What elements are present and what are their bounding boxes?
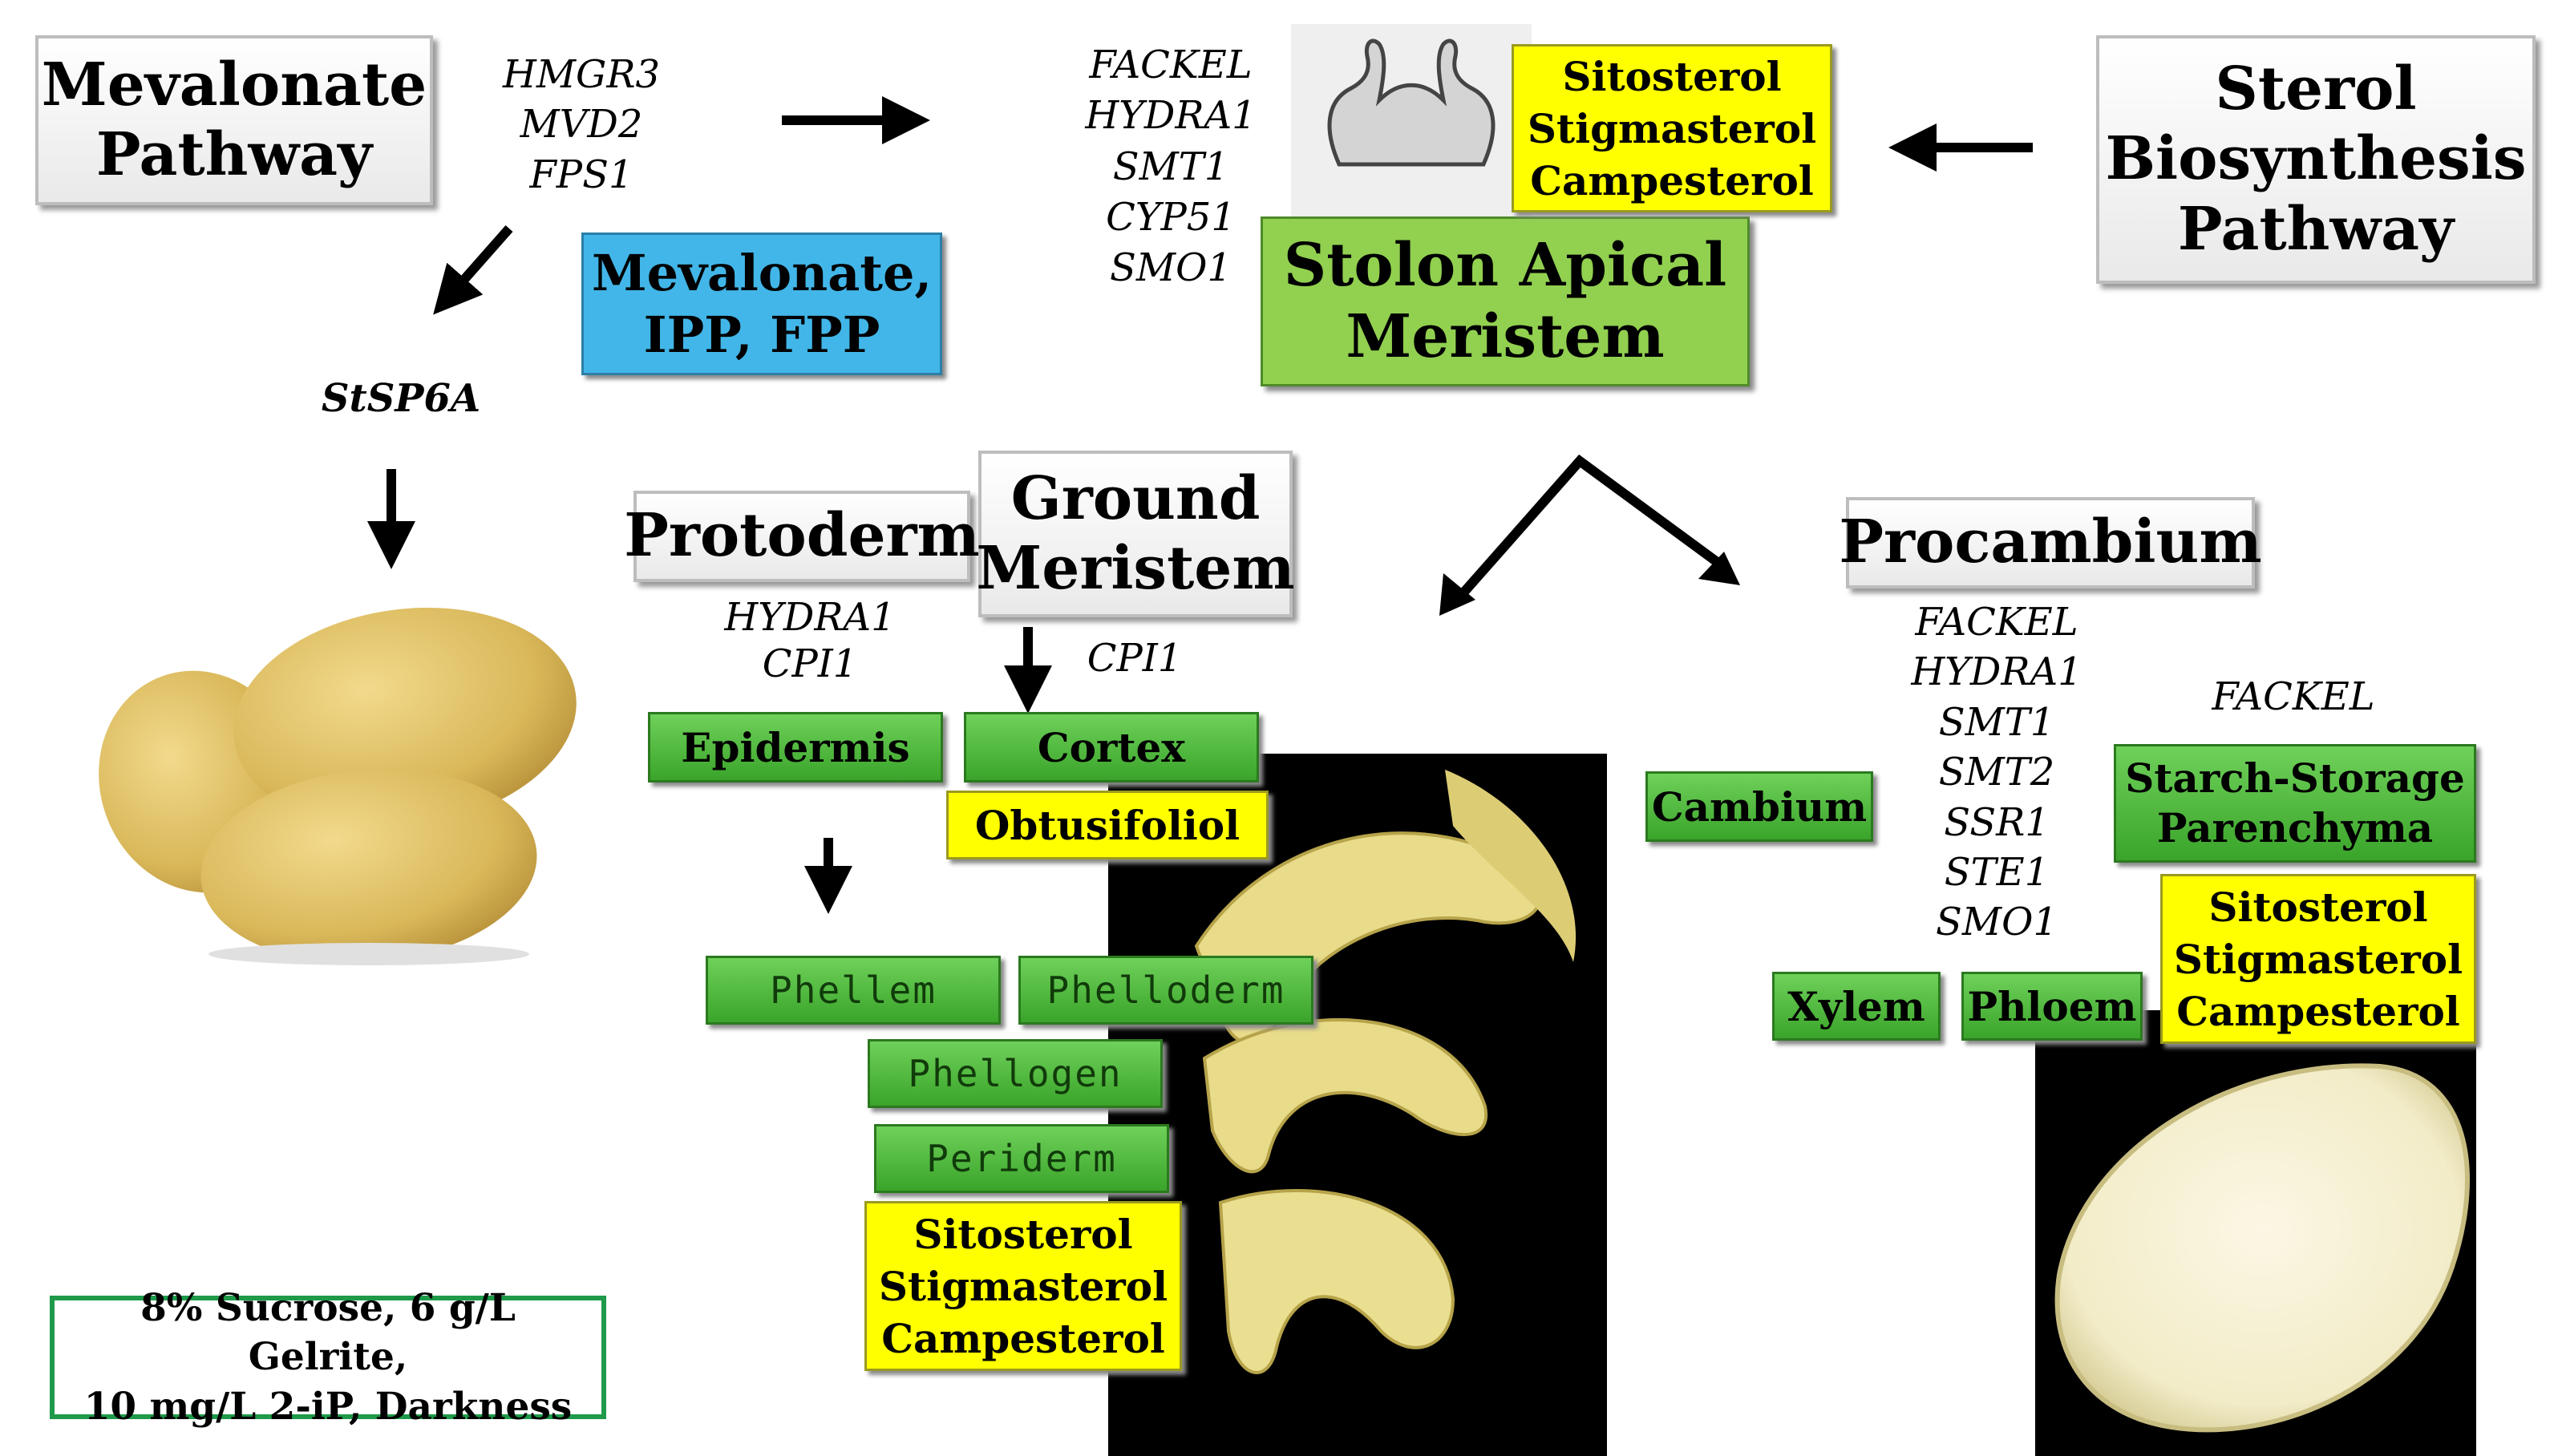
stolon-meristem-label: Stolon Apical Meristem — [1283, 231, 1727, 371]
arrow-meristem-split — [1455, 454, 1719, 601]
sterols-periderm-label: Sitosterol Stigmasterol Campesterol — [878, 1210, 1168, 1362]
ground-meristem-box: Ground Meristem — [976, 451, 1295, 617]
procambium-genes: FACKEL HYDRA1 SMT1 SMT2 SSR1 STE1 SMO1 — [1911, 600, 2082, 945]
potato-cross-section-drawing — [2054, 1063, 2470, 1433]
potato-cross-section-image — [2035, 1010, 2476, 1456]
phellogen-box: Phellogen — [868, 1039, 1163, 1108]
arrow-head-right — [1698, 552, 1740, 585]
periderm-box: Periderm — [874, 1124, 1169, 1193]
phellem-label: Phellem — [770, 969, 937, 1012]
mevalonate-genes: HMGR3 MVD2 FPS1 — [502, 52, 661, 197]
phloem-label: Phloem — [1967, 982, 2137, 1030]
parenchyma-gene: FACKEL — [2212, 674, 2375, 719]
cambium-label: Cambium — [1651, 783, 1868, 831]
periderm-label: Periderm — [926, 1137, 1117, 1180]
sterol-pathway-label: Sterol Biosynthesis Pathway — [2105, 55, 2527, 264]
arrow-mevalonate-to-stsp6a — [433, 225, 513, 315]
protoderm-genes: HYDRA1 CPI1 — [724, 595, 896, 686]
sterols-top-box: Sitosterol Stigmasterol Campesterol — [1512, 44, 1832, 212]
xylem-label: Xylem — [1787, 982, 1925, 1030]
phelloderm-label: Phelloderm — [1046, 969, 1285, 1012]
procambium-label: Procambium — [1839, 508, 2262, 577]
stsp6a-gene: StSP6A — [321, 376, 481, 421]
phellogen-label: Phellogen — [908, 1052, 1123, 1095]
stolon-meristem-box: Stolon Apical Meristem — [1261, 216, 1750, 386]
phelloderm-box: Phelloderm — [1018, 956, 1313, 1025]
arrow-head-left — [1439, 573, 1475, 616]
protoderm-label: Protoderm — [624, 501, 980, 571]
meristem-genes: FACKEL HYDRA1 SMT1 CYP51 SMO1 — [1085, 42, 1257, 291]
epidermis-box: Epidermis — [648, 712, 943, 783]
stolon-apex-drawing — [1327, 38, 1496, 167]
ground-meristem-label: Ground Meristem — [976, 463, 1295, 603]
stolon-apex-icon — [1291, 24, 1532, 216]
procambium-box: Procambium — [1839, 497, 2262, 588]
obtusifoliol-label: Obtusifoliol — [974, 801, 1241, 849]
cortex-gene: CPI1 — [1087, 636, 1183, 681]
cortex-box: Cortex — [964, 712, 1259, 783]
conditions-label: 8% Sucrose, 6 g/L Gelrite, 10 mg/L 2-iP,… — [83, 1286, 573, 1429]
obtusifoliol-box: Obtusifoliol — [946, 791, 1269, 859]
phellem-box: Phellem — [706, 956, 1001, 1025]
sterols-parenchyma-box: Sitosterol Stigmasterol Campesterol — [2160, 874, 2476, 1044]
mevalonate-pathway-label: Mevalonate Pathway — [41, 50, 427, 189]
sterols-top-label: Sitosterol Stigmasterol Campesterol — [1527, 52, 1817, 204]
sterols-periderm-box: Sitosterol Stigmasterol Campesterol — [864, 1201, 1182, 1371]
xylem-box: Xylem — [1772, 972, 1941, 1041]
potato-tubers-drawing — [99, 608, 577, 965]
cortex-label: Cortex — [1037, 723, 1186, 771]
cambium-box: Cambium — [1645, 771, 1873, 842]
epidermis-label: Epidermis — [681, 723, 910, 771]
potato-peel-image — [1108, 754, 1607, 1456]
sterols-parenchyma-label: Sitosterol Stigmasterol Campesterol — [2173, 883, 2463, 1035]
mevalonate-ipp-fpp-box: Mevalonate, IPP, FPP — [581, 233, 942, 375]
protoderm-box: Protoderm — [624, 491, 980, 582]
arrow-to-ground-meristem — [1455, 505, 1528, 593]
starch-parenchyma-box: Starch-Storage Parenchyma — [2114, 744, 2476, 863]
potato-tubers-image — [80, 577, 601, 970]
mevalonate-ipp-fpp-label: Mevalonate, IPP, FPP — [591, 243, 933, 365]
sterol-pathway-box: Sterol Biosynthesis Pathway — [2096, 35, 2536, 284]
mevalonate-pathway-box: Mevalonate Pathway — [35, 35, 433, 205]
starch-parenchyma-label: Starch-Storage Parenchyma — [2125, 754, 2465, 852]
conditions-box: 8% Sucrose, 6 g/L Gelrite, 10 mg/L 2-iP,… — [50, 1286, 606, 1429]
phloem-box: Phloem — [1961, 972, 2143, 1041]
